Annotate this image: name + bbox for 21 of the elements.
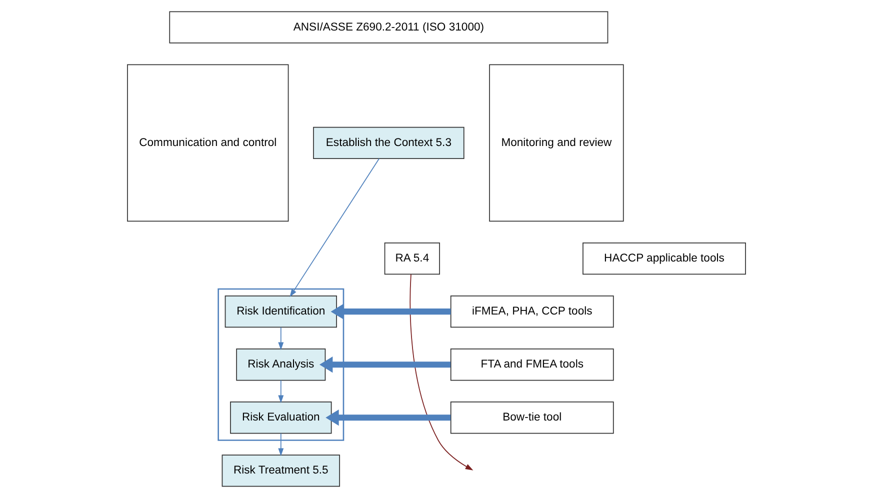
node-box: Risk Treatment 5.5 (222, 454, 340, 487)
node-box: Risk Evaluation (230, 402, 332, 434)
arrow (319, 356, 451, 373)
node-box: RA 5.4 (384, 242, 440, 275)
arrow (290, 158, 380, 298)
node-box: Bow-tie tool (450, 402, 614, 434)
arrow (326, 410, 451, 426)
node-box: Risk Identification (224, 296, 337, 328)
node-box: Communication and control (127, 64, 289, 222)
node-box: ANSI/ASSE Z690.2-2011 (ISO 31000) (169, 11, 608, 44)
node-box: FTA and FMEA tools (450, 348, 614, 381)
node-box: Establish the Context 5.3 (313, 126, 464, 160)
arrow (278, 380, 284, 404)
node-box: iFMEA, PHA, CCP tools (450, 296, 614, 328)
node-box: Monitoring and review (489, 64, 624, 222)
node-box: HACCP applicable tools (582, 242, 746, 275)
arrow (278, 432, 284, 456)
arrow (330, 304, 451, 320)
node-box: Risk Analysis (236, 348, 326, 381)
arrow (410, 274, 474, 470)
arrow (278, 326, 284, 350)
